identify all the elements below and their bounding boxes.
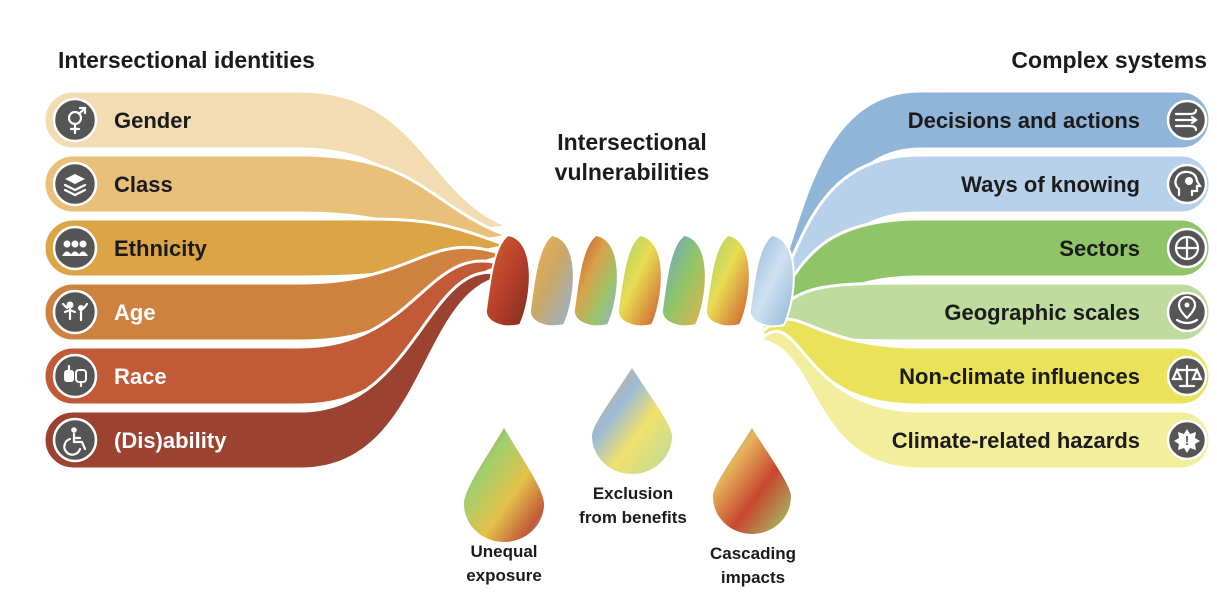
system-icon-badge	[1166, 291, 1208, 333]
rope-strand	[704, 233, 751, 328]
drop-label-line2: impacts	[720, 568, 786, 587]
gender-icon	[67, 106, 87, 135]
rope-strand	[660, 233, 707, 328]
drop-label-unequal-exposure: Unequal exposure	[424, 540, 584, 588]
drop-label-line2: exposure	[466, 566, 542, 585]
warning-sun-icon: !	[1174, 429, 1200, 453]
layers-icon	[63, 174, 87, 197]
twisted-rope	[484, 233, 795, 328]
system-band-climate-related-hazards	[756, 329, 1212, 471]
drop-label-exclusion-from-benefits: Exclusion from benefits	[553, 482, 713, 530]
vulnerability-drops	[464, 368, 791, 542]
identity-band-dis-ability	[42, 270, 509, 471]
arrows-wind-icon	[1174, 108, 1198, 132]
head-gear-icon	[1174, 170, 1202, 197]
rope-strand	[528, 233, 575, 328]
hands-icon	[64, 364, 87, 388]
system-label: Sectors	[1059, 236, 1140, 261]
scales-icon	[1171, 364, 1203, 388]
system-label: Climate-related hazards	[892, 428, 1140, 453]
vulnerabilities-heading-line1: Intersectional	[557, 129, 707, 155]
rope-strand	[484, 233, 531, 328]
drop-label-line1: Cascading	[710, 544, 796, 563]
family-icon	[61, 301, 89, 322]
identity-label: Gender	[114, 108, 191, 133]
system-label: Decisions and actions	[908, 108, 1140, 133]
rope-strand	[572, 233, 619, 328]
svg-text:!: !	[1185, 433, 1189, 448]
map-pin-icon	[1175, 295, 1199, 325]
identity-label: Age	[114, 300, 156, 325]
system-label: Ways of knowing	[961, 172, 1140, 197]
system-label: Geographic scales	[944, 300, 1140, 325]
system-label: Non-climate influences	[899, 364, 1140, 389]
wheelchair-icon	[63, 427, 87, 456]
drop-label-line1: Exclusion	[592, 484, 674, 503]
drop-cascading-impacts	[713, 428, 791, 534]
drop-label-cascading-impacts: Cascading impacts	[673, 542, 833, 590]
identity-label: Class	[114, 172, 173, 197]
drop-label-line1: Unequal	[470, 542, 538, 561]
drop-label-line2: from benefits	[579, 508, 687, 527]
identity-label: (Dis)ability	[114, 428, 227, 453]
drop-exclusion-from-benefits	[592, 368, 672, 474]
systems-heading: Complex systems	[1011, 47, 1207, 73]
identity-icon-badge	[52, 97, 98, 143]
vulnerabilities-heading-line2: vulnerabilities	[554, 159, 710, 185]
crosshair-circle-icon	[1174, 235, 1200, 261]
identity-label: Ethnicity	[114, 236, 208, 261]
identity-label: Race	[114, 364, 167, 389]
vulnerabilities-heading: Intersectional vulnerabilities	[502, 127, 762, 187]
rope-strand	[616, 233, 663, 328]
drop-unequal-exposure	[464, 428, 544, 542]
identities-heading: Intersectional identities	[58, 47, 315, 73]
identity-icon-badge	[52, 225, 98, 271]
rope-strand	[748, 233, 795, 328]
people-group-icon	[62, 240, 88, 256]
